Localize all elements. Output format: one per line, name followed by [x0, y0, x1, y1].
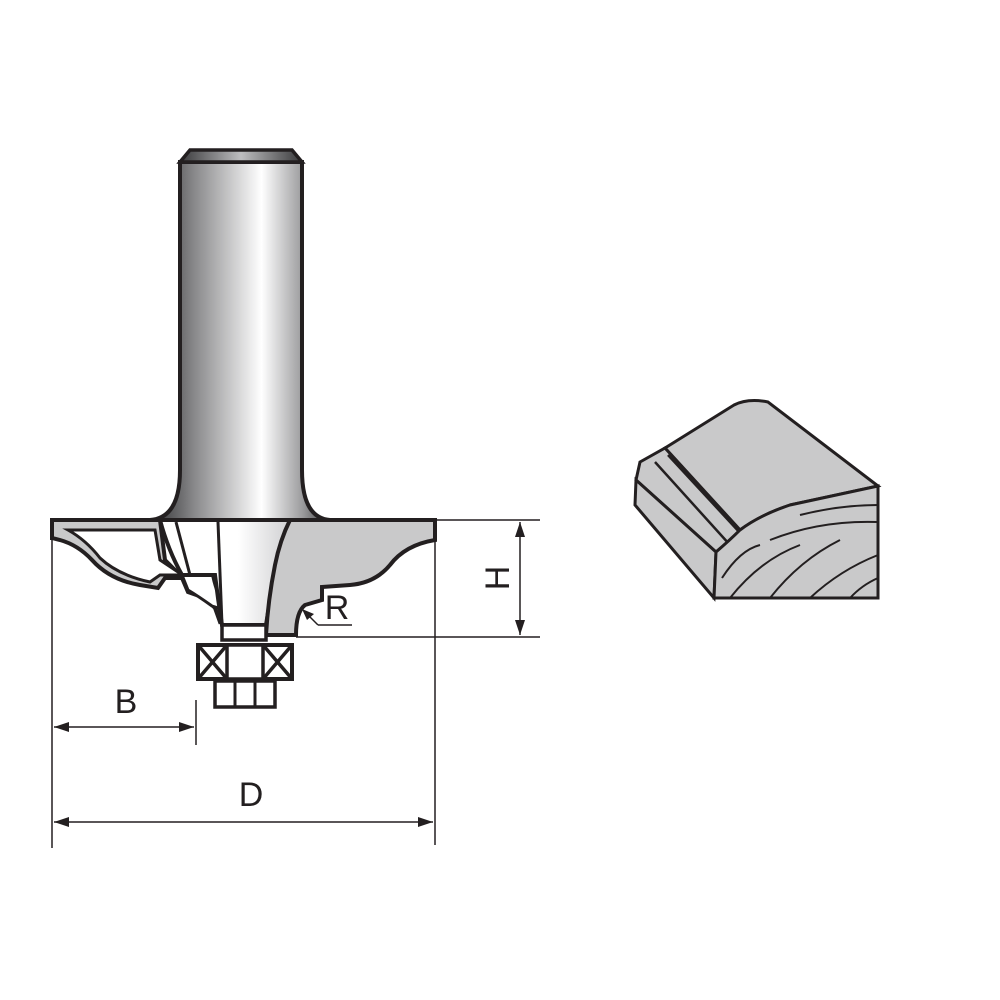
shank [149, 160, 331, 522]
groove-line-2 [654, 461, 731, 546]
dimension-label-h: H [479, 566, 517, 591]
arrow-heads [54, 522, 525, 827]
wood-grain [721, 504, 879, 599]
router-bit [50, 148, 437, 709]
d-right-arrow [418, 817, 433, 827]
h-top-arrow [515, 522, 525, 537]
dimension-label-r: R [325, 589, 350, 627]
collar [220, 623, 268, 642]
bearing-icon [196, 643, 294, 681]
d-left-arrow [54, 817, 69, 827]
left-face-edge [174, 521, 192, 576]
nut-icon [213, 679, 277, 709]
dimension-label-b: B [115, 683, 138, 721]
h-bottom-arrow [515, 620, 525, 635]
b-right-arrow [179, 722, 194, 732]
profile-end-face [712, 484, 880, 600]
groove-line-1 [667, 454, 743, 536]
dimension-label-d: D [239, 776, 264, 814]
dimension-lines [51, 519, 540, 848]
right-cutter-profile [263, 518, 437, 637]
wood-profile [633, 399, 882, 602]
b-left-arrow [54, 722, 69, 732]
shank-cap [176, 148, 306, 164]
center-divider [216, 521, 224, 626]
r-arrow [302, 609, 314, 620]
